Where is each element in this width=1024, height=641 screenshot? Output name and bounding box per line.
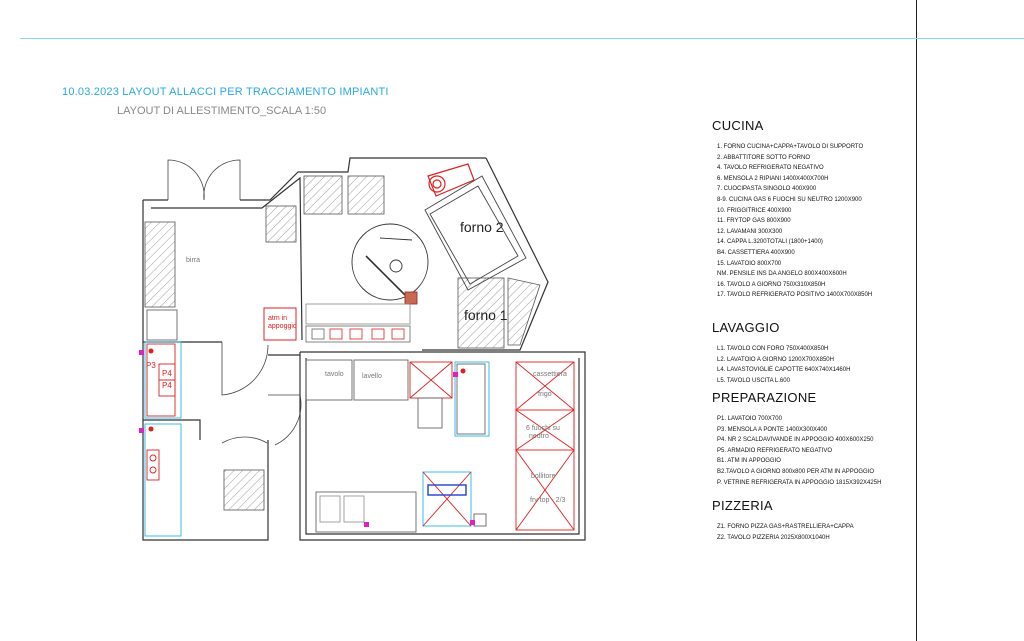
legend-item: 14. CAPPA L.3200TOTALI (1800+1400)	[717, 239, 823, 246]
sheet-border	[916, 0, 917, 641]
label-p4a: P4	[162, 369, 172, 378]
top-rule	[20, 38, 1024, 39]
label-atm-1: atm in	[268, 315, 287, 322]
legend-pizzeria: PIZZERIA Z1. FORNO PIZZA GAS+RASTRELLIER…	[712, 498, 854, 543]
legend-cucina: CUCINA 1. FORNO CUCINA+CAPPA+TAVOLO DI S…	[712, 118, 872, 301]
legend-item: 11. FRYTOP GAS 800X900	[717, 218, 791, 225]
drawing-title: 10.03.2023 LAYOUT ALLACCI PER TRACCIAMEN…	[62, 86, 389, 98]
legend-item: 4. TAVOLO REFRIGERATO NEGATIVO	[717, 165, 824, 172]
wall-lower-left	[143, 419, 201, 440]
door-mid	[221, 342, 269, 396]
label-fuochi-2: neutro	[529, 433, 549, 440]
hatch-lower-left	[223, 469, 265, 511]
forno-2-body	[424, 175, 527, 291]
floor-plan: forno 2 forno 1 birra atm in appoggio P3…	[139, 157, 586, 541]
legend-item: L1. TAVOLO CON FORO 750X400X850H	[717, 346, 829, 352]
legend-item: L5. TAVOLO USCITA L.600	[717, 377, 790, 384]
left-equipment	[144, 309, 182, 537]
legend-lavaggio-list: L1. TAVOLO CON FORO 750X400X850H L2. LAVA…	[712, 344, 850, 386]
wall-upper-inner	[151, 176, 303, 341]
legend-item: 16. TAVOLO A GIORNO 750X310X850H	[717, 281, 826, 288]
legend-item: 17. TAVOLO REFRIGERATO POSITIVO 1400X700…	[717, 292, 873, 299]
label-p4b: P4	[162, 381, 172, 390]
connection-points	[139, 350, 475, 527]
forno-2-burner	[427, 163, 475, 197]
hatch-top-c	[265, 205, 297, 243]
legend-cucina-title: CUCINA	[712, 118, 764, 133]
hatch-top-a	[303, 175, 343, 215]
legend-item: 1. FORNO CUCINA+CAPPA+TAVOLO DI SUPPORTO	[717, 144, 864, 150]
label-forno1: forno 1	[464, 307, 508, 323]
legend-item: 6. MENSOLA 2 RIPIANI 1400X400X700H	[717, 175, 829, 182]
door-entrance-left	[167, 159, 205, 201]
atm-box	[263, 307, 297, 341]
label-p3: P3	[146, 361, 156, 370]
legend-item: 8-9. CUCINA GAS 6 FUOCHI SU NEUTRO 1200X…	[717, 196, 862, 203]
door-entrance-right	[203, 159, 241, 201]
legend-item: 10. FRIGGITRICE 400X900	[717, 207, 792, 214]
legend-item: B2.TAVOLO A GIORNO 800x800 PER ATM IN AP…	[717, 468, 875, 475]
legend-preparazione-title: PREPARAZIONE	[712, 390, 817, 405]
forno-2	[424, 163, 527, 291]
legend-item: Z1. FORNO PIZZA GAS+RASTRELLIERA+CAPPA	[717, 524, 854, 530]
counter-top	[305, 303, 411, 343]
walls	[142, 157, 586, 541]
legend-item: 7. CUOCIPASTA SINGOLO 400X900	[717, 186, 817, 193]
legend-item: 15. LAVATOIO 800X700	[717, 260, 782, 267]
legend-item: B4. CASSETTIERA 400X900	[717, 249, 795, 256]
label-forno2: forno 2	[460, 219, 504, 235]
hatch-forno1-side	[507, 277, 541, 346]
legend-item: 2. ABBATTITORE SOTTO FORNO	[717, 154, 811, 161]
door-lower	[221, 436, 268, 444]
label-lavello: lavello	[362, 373, 382, 380]
label-tavolo: tavolo	[325, 371, 344, 378]
wall-kitchen-inner	[305, 358, 580, 535]
hatched-blocks	[144, 175, 541, 511]
label-bollitore: bollitore	[531, 473, 556, 480]
label-cassettiera: cassettiera	[533, 371, 567, 378]
legend-item: NM. PENSILE INS DA ANGELO 800X400X600H	[717, 271, 847, 278]
hatch-forno1	[457, 277, 505, 349]
hatch-left-wall	[144, 221, 176, 308]
round-station	[351, 223, 429, 305]
legend-pizzeria-title: PIZZERIA	[712, 498, 773, 513]
legend-cucina-list: 1. FORNO CUCINA+CAPPA+TAVOLO DI SUPPORTO…	[712, 142, 872, 301]
wall-outline-upper	[142, 200, 185, 541]
legend-item: P4. NR 2 SCALDAVIVANDE IN APPOGGIO 400X6…	[717, 437, 874, 444]
label-fuochi-1: 6 fuochi su	[526, 425, 560, 432]
legend-item: P5. ARMADIO REFRIGERATO NEGATIVO	[717, 447, 833, 454]
legend-item: 12. LAVAMANI 300X300	[717, 228, 783, 235]
legend-item: Z2. TAVOLO PIZZERIA 2025X800X1040H	[717, 534, 830, 541]
forno-2-inner	[429, 185, 519, 285]
label-birra: birra	[186, 257, 200, 264]
legend-item: L4. LAVASTOVIGLIE CAPOTTE 640X740X1460H	[717, 367, 851, 374]
label-frytop: fry top - 2/3	[530, 497, 566, 504]
legend-item: L2. LAVATOIO A GIORNO 1200X700X850H	[717, 356, 834, 363]
wall-bottom-left	[185, 440, 269, 541]
legend-lavaggio: LAVAGGIO L1. TAVOLO CON FORO 750X400X850…	[712, 320, 850, 386]
drawing-subtitle: LAYOUT DI ALLESTIMENTO_SCALA 1:50	[117, 105, 327, 117]
label-frigo: frigo	[538, 391, 552, 398]
legend-lavaggio-title: LAVAGGIO	[712, 320, 780, 335]
doors	[167, 159, 302, 446]
door-kitchen	[268, 394, 302, 446]
legend-item: P3. MENSOLA A PONTE 1400X300X400	[717, 426, 828, 433]
legend-item: P. VETRINE REFRIGERATA IN APPOGGIO 1815X…	[717, 479, 882, 486]
legend-item: B1. ATM IN APPOGGIO	[717, 458, 781, 465]
red-markers	[148, 348, 466, 432]
plan-text: forno 2 forno 1 birra atm in appoggio P3…	[146, 219, 567, 504]
hatch-top-b	[347, 175, 385, 215]
label-atm-2: appoggio	[268, 323, 297, 330]
kitchen-equipment	[305, 359, 575, 533]
legend-item: P1. LAVATOIO 700X700	[717, 416, 782, 422]
wall-diagonal-right	[422, 157, 549, 351]
wall-entrance-right	[240, 157, 486, 201]
legend-pizzeria-list: Z1. FORNO PIZZA GAS+RASTRELLIERA+CAPPA Z2…	[712, 522, 854, 543]
wall-kitchen	[299, 351, 586, 541]
